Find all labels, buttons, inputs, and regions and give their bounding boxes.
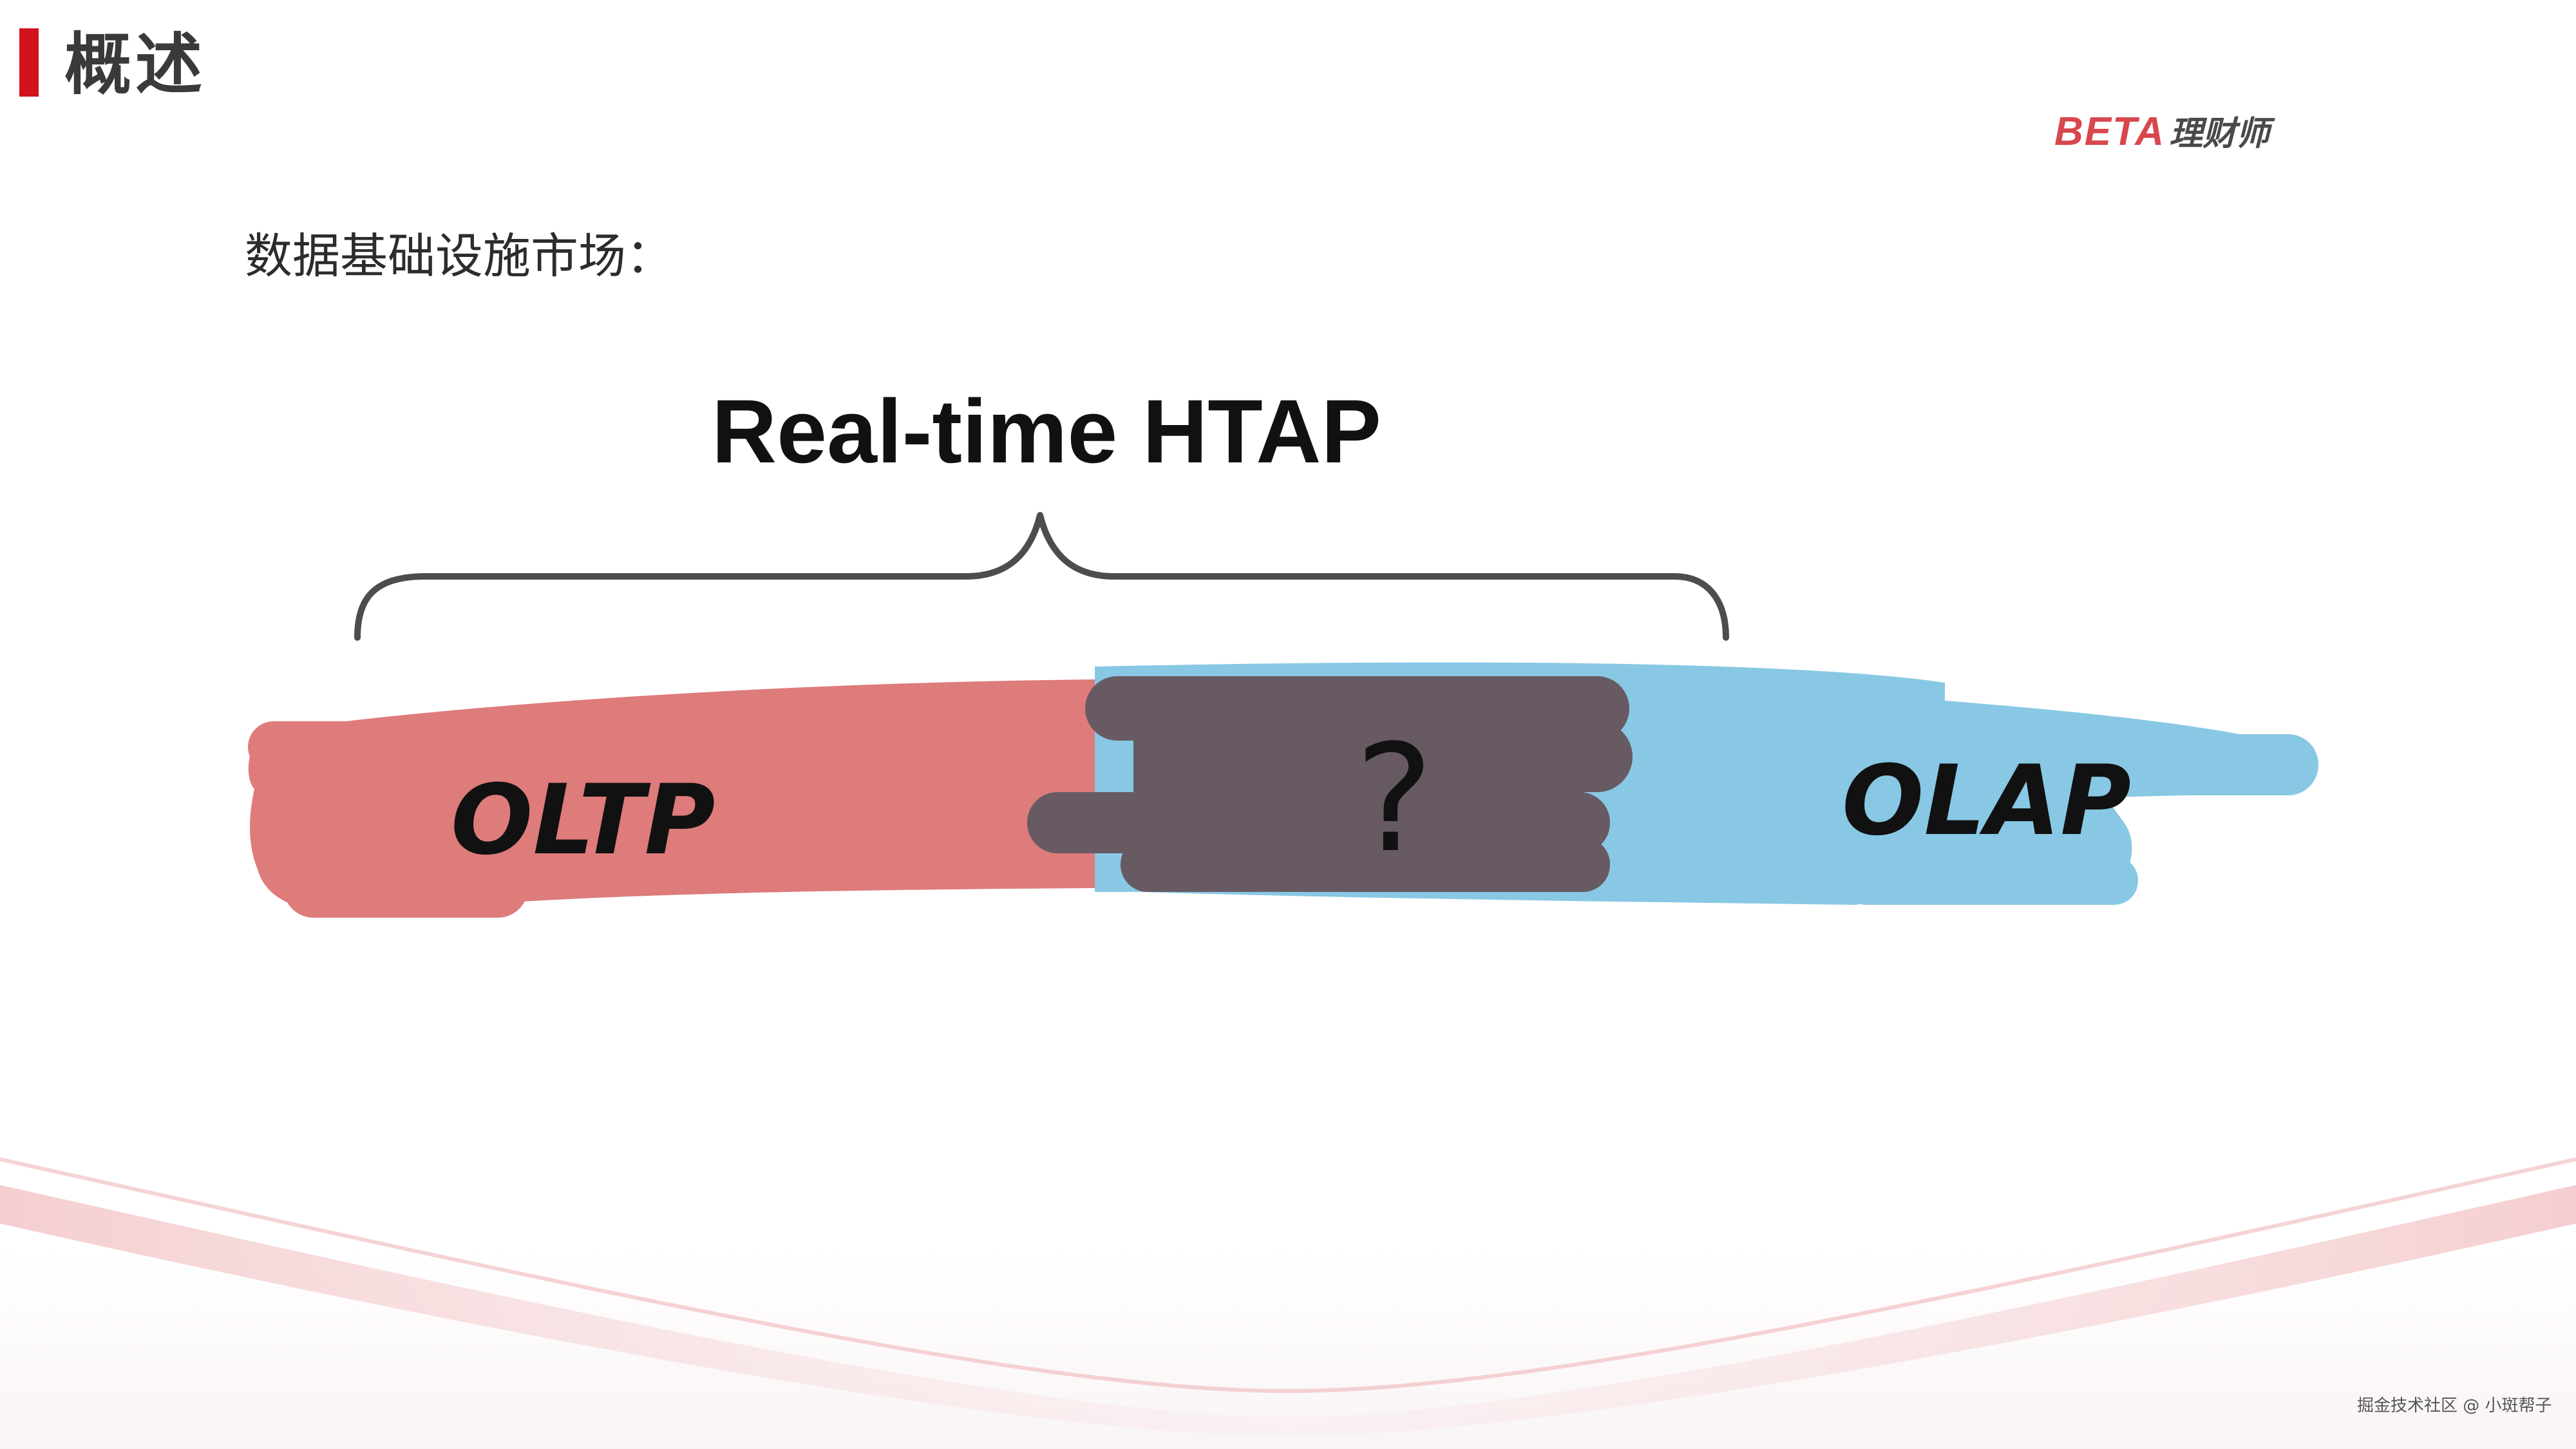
brace-shape bbox=[354, 512, 1729, 641]
brand-logo-cn: 理财师 bbox=[2169, 115, 2270, 153]
watermark-text: 掘金技术社区 @ 小斑帮子 bbox=[2357, 1396, 2552, 1416]
oltp-label: OLTP bbox=[451, 764, 715, 876]
slide-subtitle: 数据基础设施市场： bbox=[245, 229, 674, 284]
title-accent-bar bbox=[19, 28, 39, 97]
unknown-label: ? bbox=[1355, 714, 1434, 886]
unknown-overlap-band bbox=[1027, 676, 1633, 892]
olap-label: OLAP bbox=[1842, 745, 2131, 857]
brand-logo-en: BETA bbox=[2054, 109, 2166, 154]
htap-heading: Real-time HTAP bbox=[712, 381, 1381, 482]
slide-title: 概述 bbox=[64, 25, 207, 104]
footer-swoosh bbox=[0, 1157, 2576, 1449]
